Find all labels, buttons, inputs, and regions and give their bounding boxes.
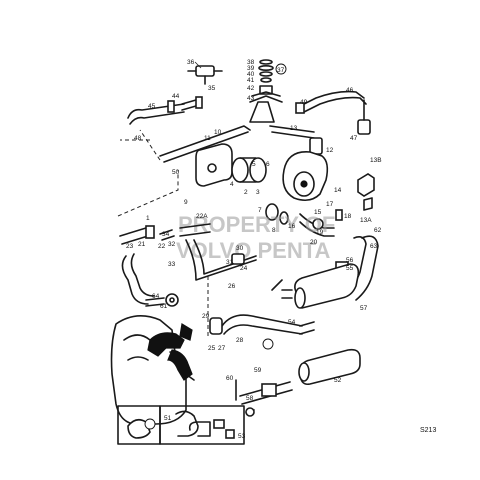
part-label: 8 [272,227,276,234]
part-label: 17 [326,201,334,208]
part-label: 54 [288,319,296,326]
part-label: 47 [350,135,358,142]
part-label: 2 [244,189,248,196]
part-label: 43 [247,95,255,102]
part-label: 44 [172,93,180,100]
center-housing-assembly [195,137,375,237]
part-label: 46 [346,87,354,94]
part-label: 11 [204,135,211,142]
part-label: 22A [196,213,208,220]
left-hose-assembly [119,223,257,336]
part-label: 33 [168,261,176,268]
part-label: 51 [164,415,172,422]
part-label: 45 [148,103,156,110]
valve-assembly-35 [187,61,223,85]
part-label: 20 [310,239,318,246]
part-label: 1 [146,215,150,222]
part-label: 18 [344,213,352,220]
hose-network [117,90,371,217]
part-label: 12 [326,147,334,154]
part-label: 57 [360,305,368,312]
part-label: 56 [346,257,354,264]
part-label: 63 [370,243,378,250]
part-label: 25 [208,345,216,352]
figure-number: S213 [420,427,436,434]
part-label: 42 [247,85,255,92]
part-label: 34 [162,231,170,238]
part-label: 23 [126,243,134,250]
part-label: 15 [314,209,322,216]
part-label: 53 [238,433,246,440]
part-label: 28 [236,337,244,344]
part-label: 24 [240,265,248,272]
y-piece-assembly [249,59,287,103]
part-label: 27 [218,345,226,352]
part-label: 37 [277,67,285,74]
part-label: 39 [247,65,255,72]
part-label: 29 [202,313,210,320]
right-cooler-assembly [271,235,379,309]
part-label: 14 [334,187,342,194]
part-label: 13 [290,125,298,132]
part-label: 50 [172,169,180,176]
part-label: 64 [152,293,160,300]
part-label: 48 [134,135,142,142]
part-label: 3 [256,189,260,196]
part-label: 13A [360,217,372,224]
part-label: 60 [226,375,234,382]
part-label: 13B [370,157,382,164]
part-label: 62 [374,227,382,234]
part-label: 59 [254,367,262,374]
part-label: 52 [334,377,342,384]
part-label: 40 [247,71,255,78]
part-label: 10 [214,129,222,136]
part-label: 4 [230,181,234,188]
part-label: 32 [168,241,176,248]
part-label: 19 [316,229,324,236]
part-label: 6 [266,161,270,168]
engine-block-outline [110,315,195,425]
part-label: 22 [158,243,166,250]
part-label: 9 [184,199,188,206]
part-label: 5 [252,161,256,168]
part-label: 38 [247,59,255,66]
part-label: 36 [187,59,195,66]
part-label: 55 [346,265,354,272]
part-label: 30 [236,245,244,252]
part-label: 35 [208,85,216,92]
lower-assembly [209,314,361,417]
part-label: 58 [246,395,254,402]
part-number-labels: 36 35 38 39 40 41 42 43 37 44 45 46 47 4… [126,59,382,440]
part-label: 26 [228,283,236,290]
part-label: 21 [138,241,146,248]
part-label: 41 [247,77,255,84]
part-label: 31 [226,259,234,266]
watermark: PROPERTY OF VOLVO PENTA [176,212,335,263]
inset-detail-box [117,405,245,445]
part-label: 61 [160,303,168,310]
part-label: 49 [300,99,308,106]
part-label: 7 [258,207,262,214]
part-label: 16 [288,223,296,230]
